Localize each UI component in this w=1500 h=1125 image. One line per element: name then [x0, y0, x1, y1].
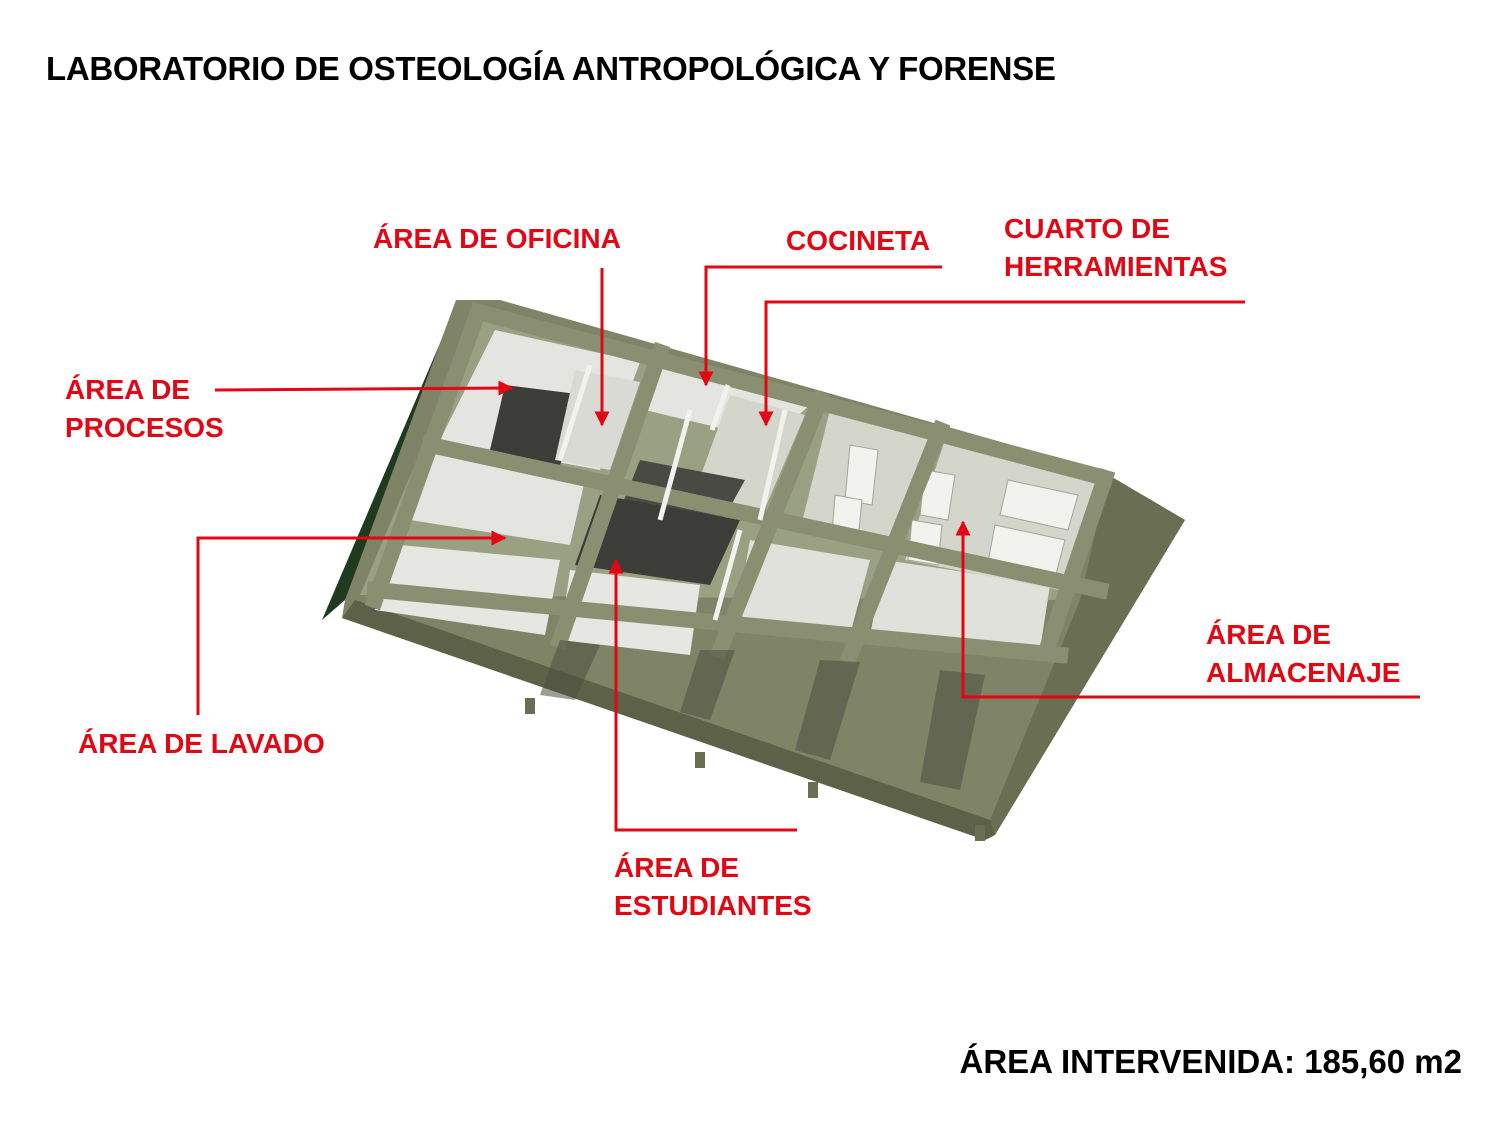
- slab-front-edge: [342, 600, 995, 840]
- label-area-oficina: ÁREA DE OFICINA: [373, 223, 621, 254]
- label-line: ÁREA DE: [1206, 619, 1331, 650]
- label-area-estudiantes: ÁREA DE ESTUDIANTES: [614, 849, 812, 925]
- room-lower-1: [375, 545, 560, 635]
- cabinet: [844, 444, 879, 506]
- leader-herramientas: [758, 300, 1245, 427]
- label-cocineta: COCINETA: [786, 225, 931, 256]
- label-area-lavado: ÁREA DE LAVADO: [78, 728, 325, 759]
- room-lower-4: [870, 560, 1050, 650]
- label-line: HERRAMIENTAS: [1004, 251, 1228, 282]
- label-area-procesos: ÁREA DE PROCESOS: [65, 371, 224, 447]
- page-title: LABORATORIO DE OSTEOLOGÍA ANTROPOLÓGICA …: [46, 50, 1056, 87]
- area-intervenida: ÁREA INTERVENIDA: 185,60 m2: [959, 1043, 1463, 1080]
- cabinet: [999, 479, 1079, 531]
- leader-cocineta: [698, 265, 942, 387]
- slab-side-right: [990, 470, 1185, 835]
- leader-estudiantes: [608, 558, 797, 832]
- leader-procesos: [214, 380, 514, 396]
- label-cuarto-herramientas: CUARTO DE HERRAMIENTAS: [1004, 210, 1227, 286]
- pillars: [525, 698, 985, 841]
- leader-lavado: [196, 530, 507, 715]
- room-lower-3: [735, 540, 870, 635]
- label-line: PROCESOS: [65, 412, 224, 443]
- leader-almacenaje: [955, 520, 1420, 699]
- label-line: CUARTO DE: [1004, 213, 1170, 244]
- label-line: ESTUDIANTES: [614, 890, 812, 921]
- cabinet: [919, 469, 956, 521]
- label-line: ALMACENAJE: [1206, 657, 1401, 688]
- walls: [364, 301, 1116, 666]
- slab-shadows: [540, 640, 985, 790]
- label-line: ÁREA DE: [65, 374, 190, 405]
- inner-walls: [557, 364, 788, 621]
- label-area-almacenaje: ÁREA DE ALMACENAJE: [1206, 616, 1400, 692]
- label-line: ÁREA DE: [614, 852, 739, 883]
- leader-lines: [196, 265, 1420, 832]
